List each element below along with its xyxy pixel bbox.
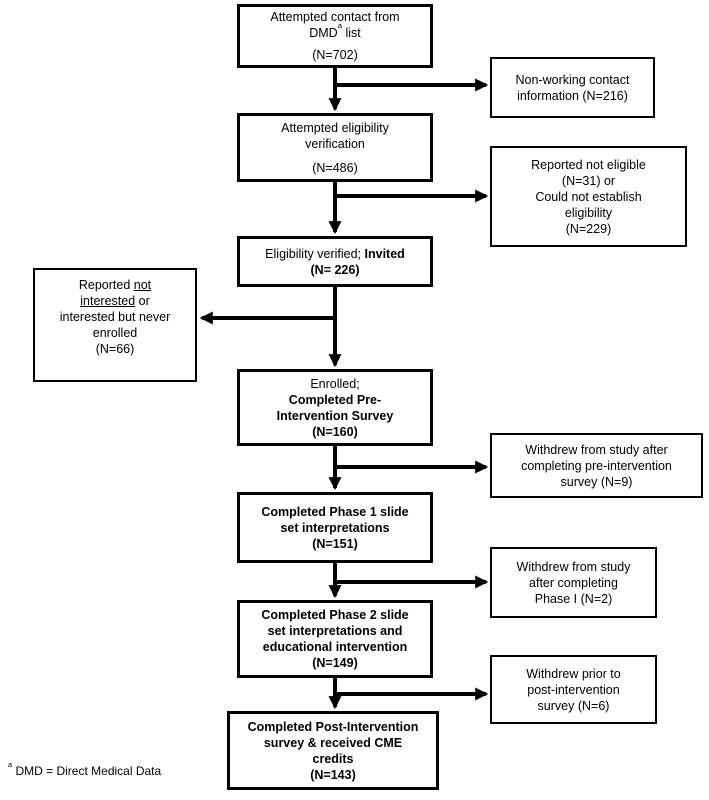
connector-arrows — [199, 66, 489, 710]
flow-box-enrolled-pre-intervention-survey: Enrolled;Completed Pre-Intervention Surv… — [237, 369, 433, 446]
footnote-dmd-definition: a DMD = Direct Medical Data — [8, 759, 162, 778]
flow-box-eligibility-verified-invited: Eligibility verified; Invited(N= 226) — [237, 236, 433, 287]
